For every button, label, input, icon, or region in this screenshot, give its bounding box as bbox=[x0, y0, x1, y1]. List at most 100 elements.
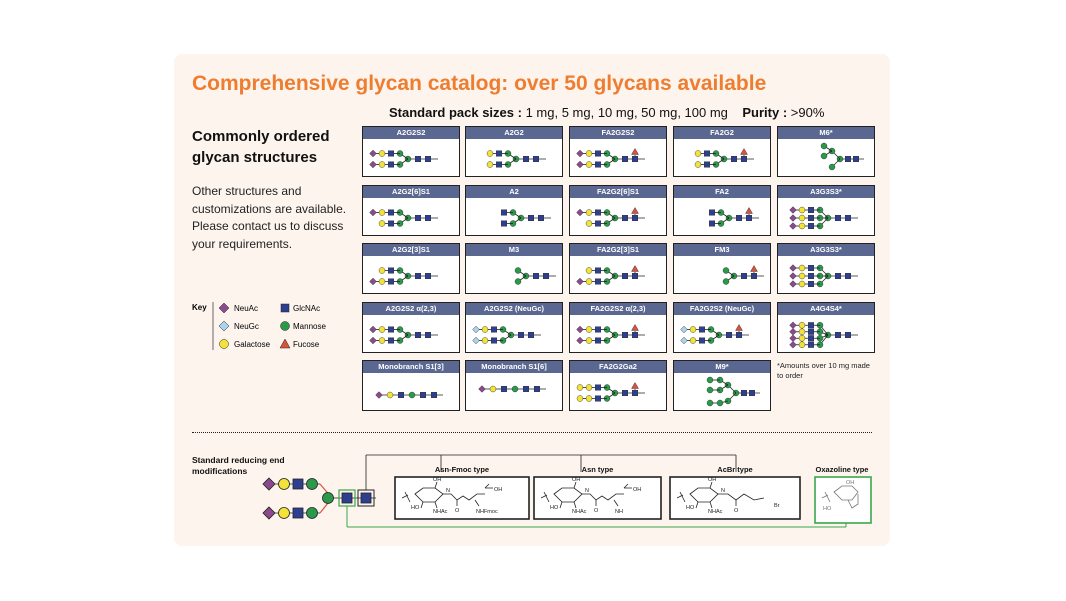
galactose-icon bbox=[219, 339, 229, 349]
chem-ho-3: HO bbox=[686, 505, 695, 511]
neuac-icon bbox=[218, 302, 230, 314]
glycan-card: M3 bbox=[465, 243, 563, 294]
glycan-card: A2 bbox=[465, 185, 563, 236]
reducing-end-heading: Standard reducing end modifications bbox=[192, 455, 285, 476]
glycan-structure bbox=[375, 391, 443, 399]
glycan-structure bbox=[820, 142, 864, 171]
key-fucose: Fucose bbox=[293, 340, 320, 349]
glycan-card: A4G4S4* bbox=[777, 302, 875, 353]
glycan-card: FA2 bbox=[673, 185, 771, 236]
glycan-structure bbox=[694, 148, 754, 168]
glycan-card-title: M3 bbox=[466, 244, 562, 256]
glycan-card-title: A4G4S4* bbox=[778, 303, 874, 315]
mod-label-asn: Asn type bbox=[581, 465, 614, 474]
glycan-card: A2G2[6]S1 bbox=[362, 185, 460, 236]
glycan-card-title: FA2G2[3]S1 bbox=[570, 244, 666, 256]
glycan-card: A3G3S3* bbox=[777, 185, 875, 236]
mod-label-asn-fmoc: Asn-Fmoc type bbox=[434, 465, 490, 474]
fucose-icon bbox=[279, 338, 291, 349]
chem-nhac-1: NHAc bbox=[433, 509, 448, 515]
chem-o-3: O bbox=[734, 508, 739, 514]
glycan-structure bbox=[576, 207, 645, 227]
chem-nhfmoc: NHFmoc bbox=[476, 509, 498, 515]
glycan-card-title: FM3 bbox=[674, 244, 770, 256]
key-glcnac: GlcNAc bbox=[293, 304, 320, 313]
glycan-card: FA2G2[3]S1 bbox=[569, 243, 667, 294]
chem-n-2: N bbox=[585, 488, 589, 494]
chem-structures bbox=[401, 481, 859, 509]
page-title: Comprehensive glycan catalog: over 50 gl… bbox=[192, 72, 767, 95]
glycan-card-title: Monobranch S1[6] bbox=[466, 361, 562, 373]
chem-ho-2: HO bbox=[550, 505, 559, 511]
customization-note: Other structures and customizations are … bbox=[192, 184, 347, 251]
glycan-structure bbox=[789, 264, 858, 288]
chem-nhac-3: NHAc bbox=[708, 509, 723, 515]
chem-oh-1: OH bbox=[433, 477, 441, 483]
chem-oh-4: OH bbox=[846, 480, 854, 486]
chem-ho-4: HO bbox=[823, 506, 832, 512]
glycan-card: A3G3S3* bbox=[777, 243, 875, 294]
glycan-structure bbox=[369, 267, 438, 286]
glycan-card: FM3 bbox=[673, 243, 771, 294]
glycan-structure bbox=[369, 208, 438, 227]
glycan-structure bbox=[369, 325, 438, 345]
glycan-structure bbox=[514, 267, 556, 285]
glycan-card: A2G2S2 bbox=[362, 126, 460, 177]
neugc-icon bbox=[218, 320, 230, 332]
glycan-card: FA2G2 bbox=[673, 126, 771, 177]
pack-sizes-line: Standard pack sizes : 1 mg, 5 mg, 10 mg,… bbox=[389, 105, 824, 120]
key-galactose: Galactose bbox=[234, 340, 271, 349]
chem-nh2: NH bbox=[615, 509, 623, 515]
glycan-card: A2G2[3]S1 bbox=[362, 243, 460, 294]
reducing-end-diagram: OH HO NHAc N O OH NHFmoc OH HO NHAc N O … bbox=[262, 454, 872, 528]
glycan-card-title: FA2G2Ga2 bbox=[570, 361, 666, 373]
chem-nhac-2: NHAc bbox=[572, 509, 587, 515]
glycan-structure bbox=[576, 324, 645, 345]
pack-sizes-values: 1 mg, 5 mg, 10 mg, 50 mg, 100 mg bbox=[525, 105, 728, 120]
glycan-card: A2G2 bbox=[465, 126, 563, 177]
key-svg: Key NeuAc NeuGc Galactose GlcNAc Mannose… bbox=[192, 302, 326, 350]
key-neuac: NeuAc bbox=[234, 304, 258, 313]
glycan-card-title: FA2G2S2 α(2,3) bbox=[570, 303, 666, 315]
glycan-card: Monobranch S1[3] bbox=[362, 360, 460, 411]
glycan-card-title: M6* bbox=[778, 127, 874, 139]
glycan-card-title: A2 bbox=[466, 186, 562, 198]
glycan-card: FA2G2Ga2 bbox=[569, 360, 667, 411]
glycan-card-title: M9* bbox=[674, 361, 770, 373]
glycan-structure bbox=[789, 206, 858, 230]
glycan-structure bbox=[706, 376, 760, 407]
glycan-card: FA2G2[6]S1 bbox=[569, 185, 667, 236]
purity-value: >90% bbox=[790, 105, 825, 120]
glycan-structure bbox=[722, 265, 764, 285]
symbol-key: Key NeuAc NeuGc Galactose GlcNAc Mannose… bbox=[192, 300, 342, 352]
glycan-card-title: A2G2 bbox=[466, 127, 562, 139]
glycan-card-title: A2G2S2 (NeuGc) bbox=[466, 303, 562, 315]
glycan-structure bbox=[486, 150, 546, 168]
glycan-card: A2G2S2 α(2,3) bbox=[362, 302, 460, 353]
key-neugc: NeuGc bbox=[234, 322, 259, 331]
glycan-card-title: A2G2S2 bbox=[363, 127, 459, 139]
purity-label: Purity : bbox=[742, 105, 788, 120]
glycan-card: Monobranch S1[6] bbox=[465, 360, 563, 411]
glycan-card-title: A2G2S2 α(2,3) bbox=[363, 303, 459, 315]
chem-acid-1: OH bbox=[494, 487, 502, 493]
glycan-card: M9* bbox=[673, 360, 771, 411]
chem-n-1: N bbox=[446, 488, 450, 494]
mod-box-asn-fmoc bbox=[394, 476, 530, 520]
glycan-structure bbox=[576, 382, 645, 402]
glycan-card: FA2G2S2 bbox=[569, 126, 667, 177]
glycan-card-title: FA2 bbox=[674, 186, 770, 198]
glycan-structure bbox=[576, 265, 645, 286]
key-mannose: Mannose bbox=[293, 322, 326, 331]
chem-ho-1: HO bbox=[411, 505, 420, 511]
glycan-card-title: FA2G2 bbox=[674, 127, 770, 139]
glycan-card-title: FA2G2S2 bbox=[570, 127, 666, 139]
section-divider bbox=[192, 432, 872, 433]
chem-o-1: O bbox=[455, 508, 460, 514]
chem-oh-2: OH bbox=[572, 477, 580, 483]
chem-acid-2: OH bbox=[633, 487, 641, 493]
glycan-structure bbox=[680, 324, 749, 345]
mod-box-acbr bbox=[669, 476, 801, 520]
mod-box-asn bbox=[533, 476, 662, 520]
chem-oh-3: OH bbox=[708, 477, 716, 483]
